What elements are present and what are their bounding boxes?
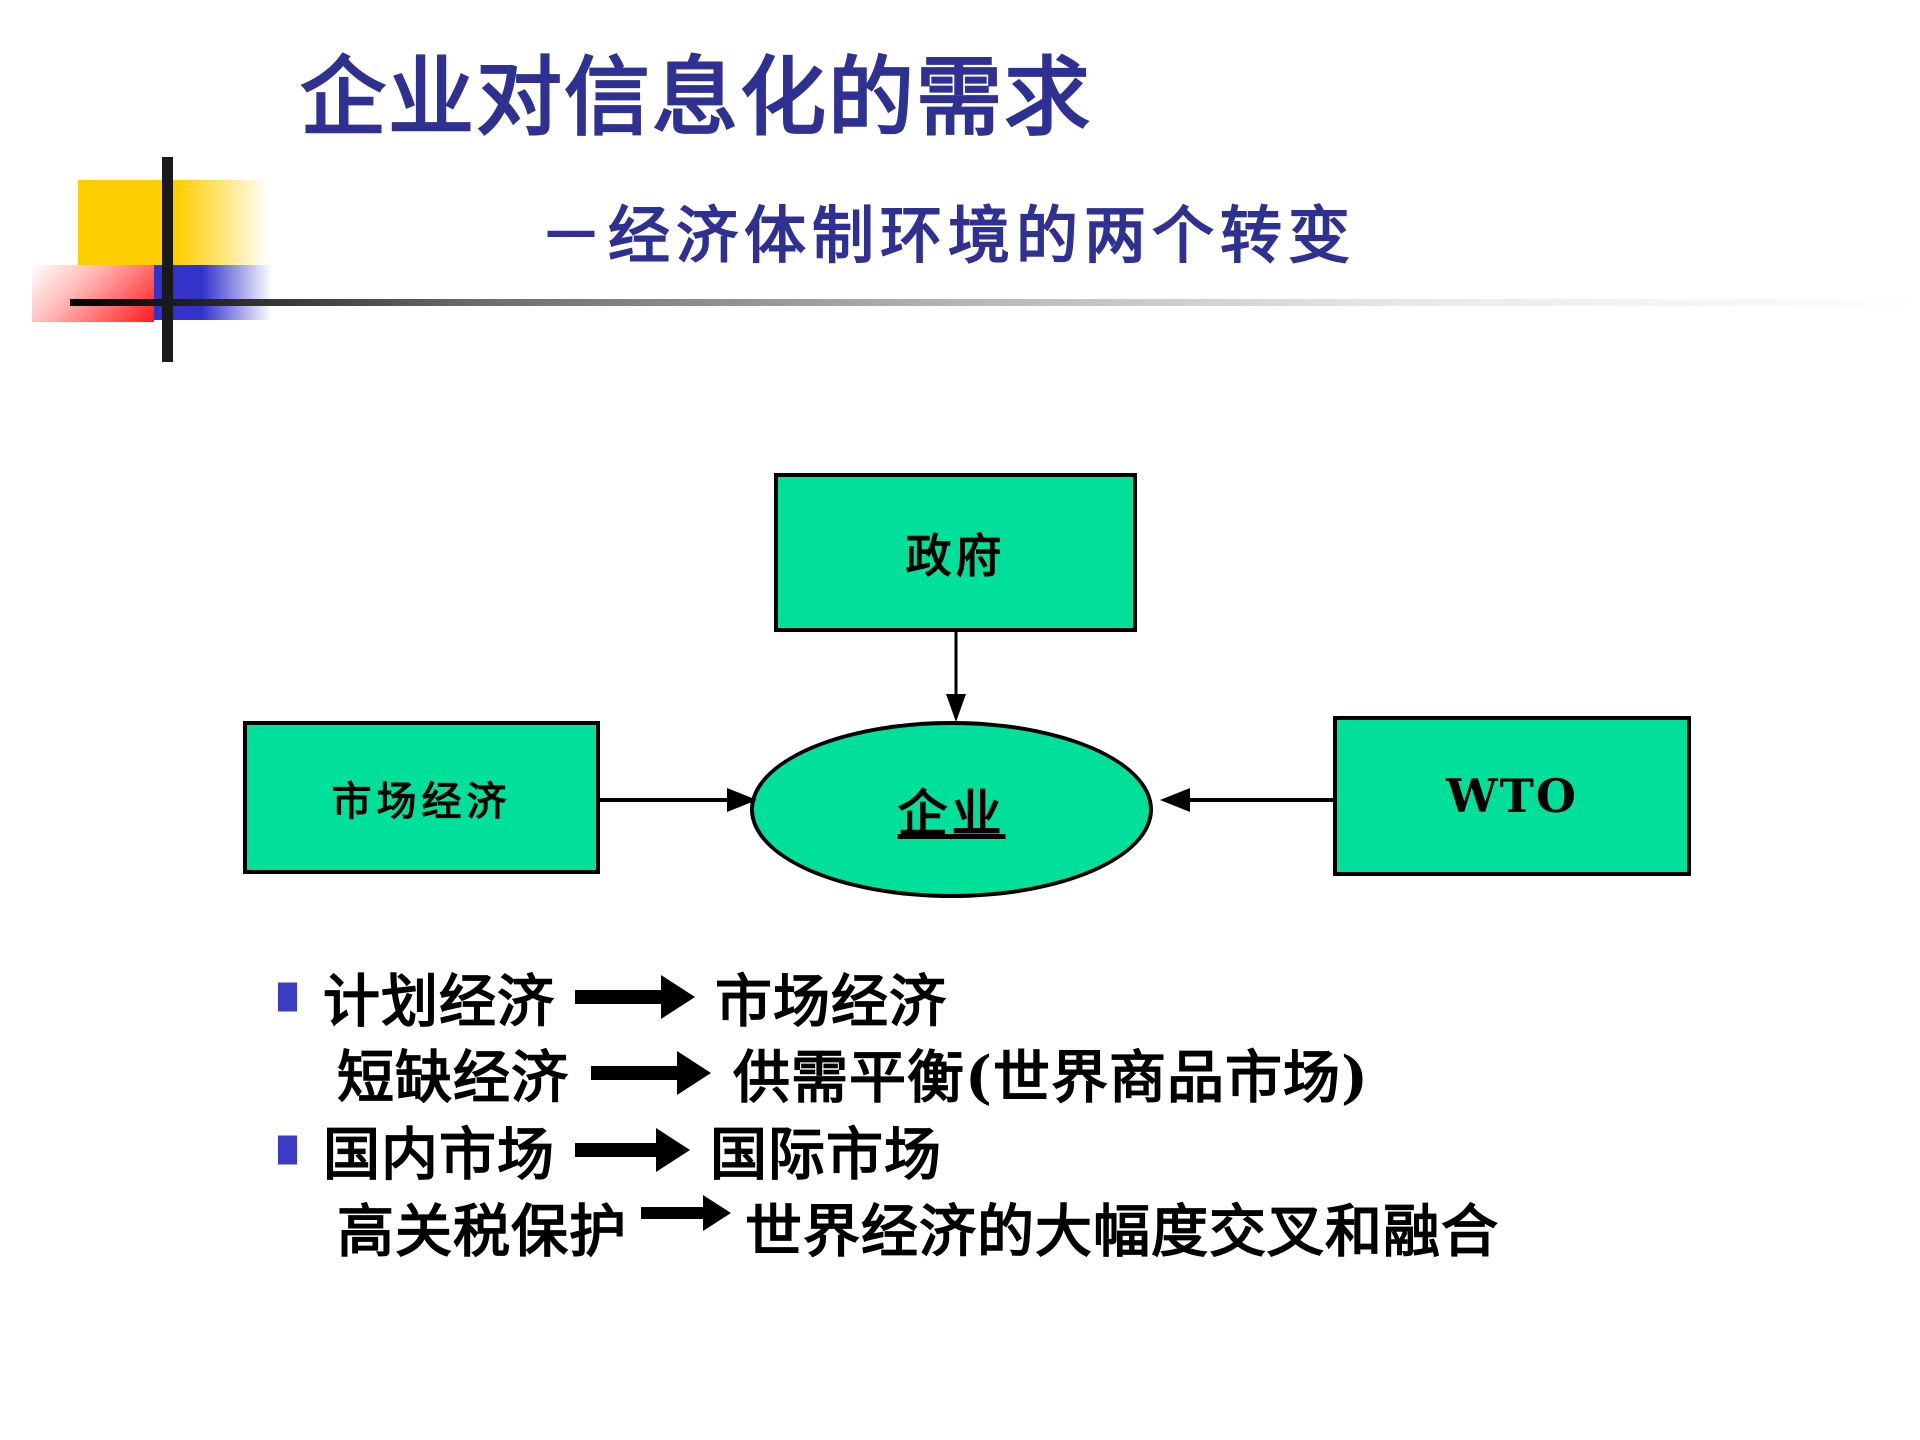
title-area: 企业对信息化的需求 －经济体制环境的两个转变 xyxy=(0,0,1920,362)
deco-blue-gradient xyxy=(202,265,272,320)
diagram-node-government: 政府 xyxy=(774,473,1137,632)
list-item-to: 市场经济 xyxy=(715,968,947,1035)
diagram-node-market-economy-label: 市场经济 xyxy=(331,777,512,825)
list-item-from: 高关税保护 xyxy=(337,1198,627,1265)
deco-yellow-square xyxy=(78,180,178,267)
decorative-logo xyxy=(20,150,280,365)
bullet-square-icon xyxy=(278,1135,297,1165)
diagram-node-wto: WTO xyxy=(1333,716,1691,876)
list-item-from: 国内市场 xyxy=(323,1121,555,1188)
list-item: 高关税保护 世界经济的大幅度交叉和融合 xyxy=(337,1188,1915,1266)
diagram-node-enterprise: 企业 xyxy=(750,721,1153,898)
arrow-right-icon xyxy=(575,1126,690,1174)
bullet-list: 计划经济 市场经济 短缺经济 供需平衡(世界商品市场) 国内市场 国际市场 高关… xyxy=(255,960,1915,1266)
list-item: 短缺经济 供需平衡(世界商品市场) xyxy=(337,1034,1915,1112)
list-item: 国内市场 国际市场 xyxy=(278,1112,1915,1188)
diagram-node-market-economy: 市场经济 xyxy=(243,721,600,874)
edge-wto-to-enterprise xyxy=(1160,788,1333,812)
title-divider xyxy=(70,299,1920,306)
deco-vertical-bar xyxy=(162,157,173,362)
arrow-right-icon xyxy=(641,1189,731,1237)
diagram-node-enterprise-label: 企业 xyxy=(897,783,1006,843)
diagram-node-wto-label: WTO xyxy=(1446,769,1578,823)
deco-yellow-gradient xyxy=(178,180,270,267)
list-item-from: 计划经济 xyxy=(323,968,555,1035)
bullet-square-icon xyxy=(278,982,297,1012)
page-subtitle: －经济体制环境的两个转变 xyxy=(540,199,1357,272)
edge-market-to-enterprise xyxy=(600,788,757,812)
arrow-right-icon xyxy=(591,1049,711,1097)
diagram-node-government-label: 政府 xyxy=(905,528,1006,583)
list-item-to: 国际市场 xyxy=(710,1121,942,1188)
page-title: 企业对信息化的需求 xyxy=(300,48,1092,148)
list-item-from: 短缺经济 xyxy=(337,1044,569,1111)
list-item: 计划经济 市场经济 xyxy=(278,960,1915,1035)
edge-government-to-enterprise xyxy=(946,632,966,722)
list-item-to: 供需平衡(世界商品市场) xyxy=(733,1044,1369,1111)
deco-red-gradient xyxy=(32,265,154,322)
arrow-right-icon xyxy=(575,973,695,1021)
list-item-to: 世界经济的大幅度交叉和融合 xyxy=(745,1198,1499,1265)
